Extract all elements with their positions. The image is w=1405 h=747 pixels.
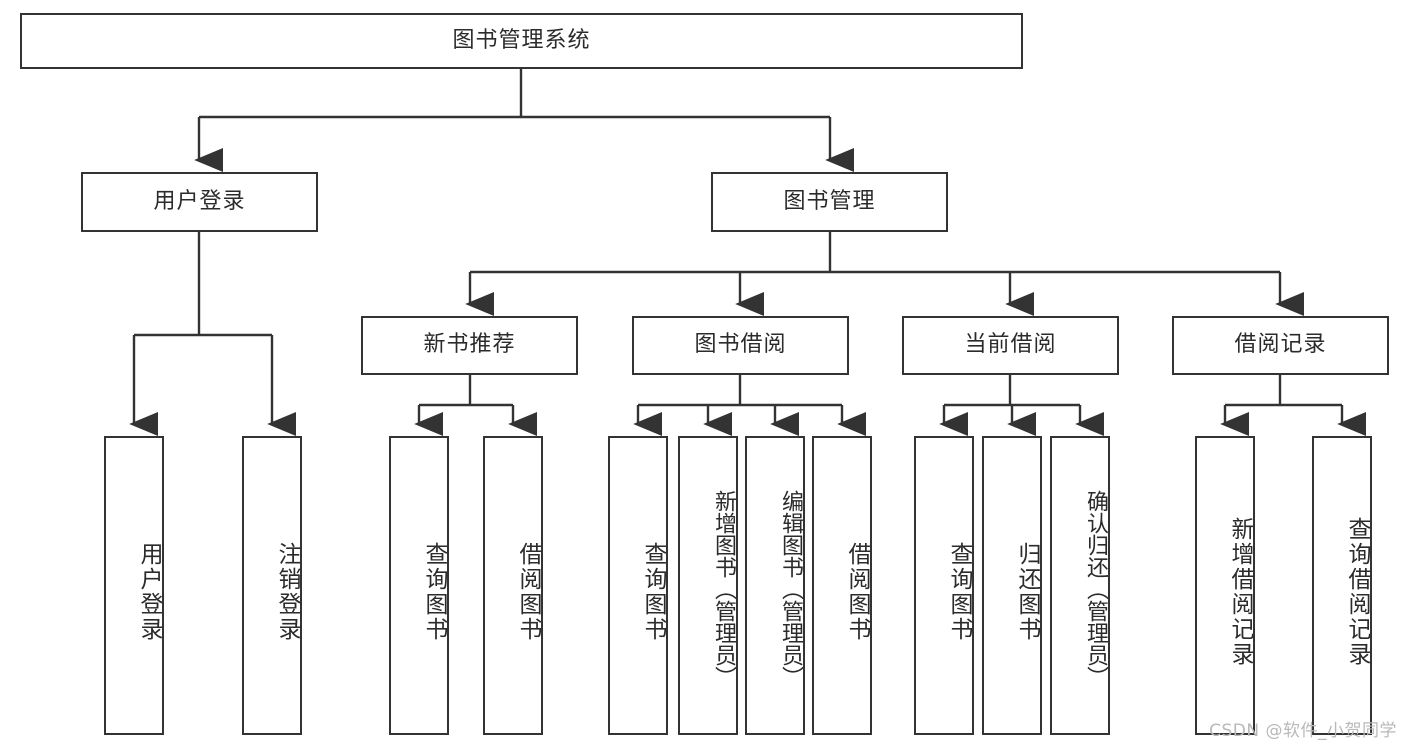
node-root[interactable]: 图书管理系统 — [20, 13, 1023, 69]
node-leaf-add-book-admin[interactable]: 新增图书（管理员） — [678, 436, 738, 735]
node-leaf-user-login[interactable]: 用户登录 — [104, 436, 164, 735]
node-leaf-query-borrow-record[interactable]: 查询借阅记录 — [1312, 436, 1372, 735]
node-leaf-query-book-borrow[interactable]: 查询图书 — [608, 436, 668, 735]
node-leaf-return-book[interactable]: 归还图书 — [982, 436, 1042, 735]
watermark-text: CSDN @软件_小贺同学 — [1209, 721, 1397, 741]
node-new-book-recommend[interactable]: 新书推荐 — [361, 316, 578, 375]
node-borrow-record[interactable]: 借阅记录 — [1172, 316, 1389, 375]
node-leaf-borrow-book-recommend[interactable]: 借阅图书 — [483, 436, 543, 735]
node-leaf-user-logout[interactable]: 注销登录 — [242, 436, 302, 735]
node-leaf-add-borrow-record[interactable]: 新增借阅记录 — [1195, 436, 1255, 735]
node-book-manage[interactable]: 图书管理 — [711, 172, 948, 232]
node-book-borrow[interactable]: 图书借阅 — [632, 316, 849, 375]
node-leaf-query-book-current[interactable]: 查询图书 — [914, 436, 974, 735]
node-leaf-query-book-recommend[interactable]: 查询图书 — [389, 436, 449, 735]
node-user-login[interactable]: 用户登录 — [81, 172, 318, 232]
node-current-borrow[interactable]: 当前借阅 — [902, 316, 1119, 375]
node-leaf-confirm-return-admin[interactable]: 确认归还（管理员） — [1050, 436, 1110, 735]
node-leaf-borrow-book[interactable]: 借阅图书 — [812, 436, 872, 735]
node-leaf-edit-book-admin[interactable]: 编辑图书（管理员） — [745, 436, 805, 735]
